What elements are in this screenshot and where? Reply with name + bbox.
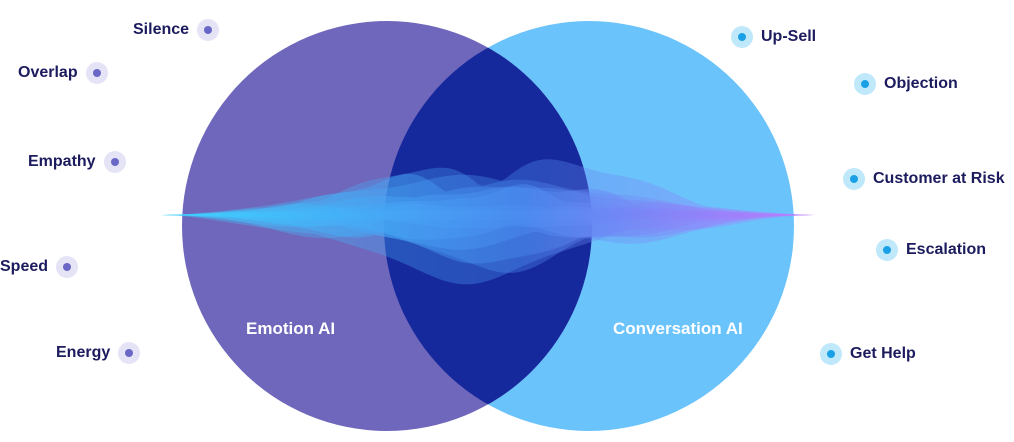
purple-dot-icon <box>197 19 220 41</box>
list-item-energy: Energy <box>56 342 141 364</box>
purple-dot-icon <box>103 151 126 173</box>
list-item-empathy: Empathy <box>28 151 126 173</box>
purple-dot-icon <box>56 256 79 278</box>
list-item-speed: Speed <box>0 256 79 278</box>
item-label: Get Help <box>850 345 916 362</box>
blue-dot-icon <box>820 343 842 365</box>
list-item-get-help: Get Help <box>820 343 916 365</box>
item-label: Escalation <box>906 241 987 258</box>
purple-dot-icon <box>85 62 108 84</box>
list-item-escalation: Escalation <box>876 239 986 261</box>
item-label: Up-Sell <box>761 28 817 45</box>
item-label: Empathy <box>28 153 96 170</box>
list-item-silence: Silence <box>133 19 220 41</box>
item-label: Customer at Risk <box>873 170 1005 187</box>
conversation-ai-title: Conversation AI <box>613 319 743 338</box>
item-label: Objection <box>884 75 958 92</box>
sound-wave-icon <box>160 159 815 285</box>
list-item-objection: Objection <box>854 73 958 95</box>
emotion-ai-title: Emotion AI <box>246 319 336 338</box>
item-label: Speed <box>0 258 49 275</box>
list-item-overlap: Overlap <box>18 62 108 84</box>
item-label: Overlap <box>18 64 78 81</box>
item-label: Silence <box>133 21 190 38</box>
blue-dot-icon <box>854 73 876 95</box>
purple-dot-icon <box>118 342 141 364</box>
list-item-up-sell: Up-Sell <box>731 26 816 48</box>
wave-center-line <box>160 210 815 220</box>
item-label: Energy <box>56 344 111 361</box>
blue-dot-icon <box>843 168 865 190</box>
blue-dot-icon <box>876 239 898 261</box>
blue-dot-icon <box>731 26 753 48</box>
list-item-customer-at-risk: Customer at Risk <box>843 168 1005 190</box>
